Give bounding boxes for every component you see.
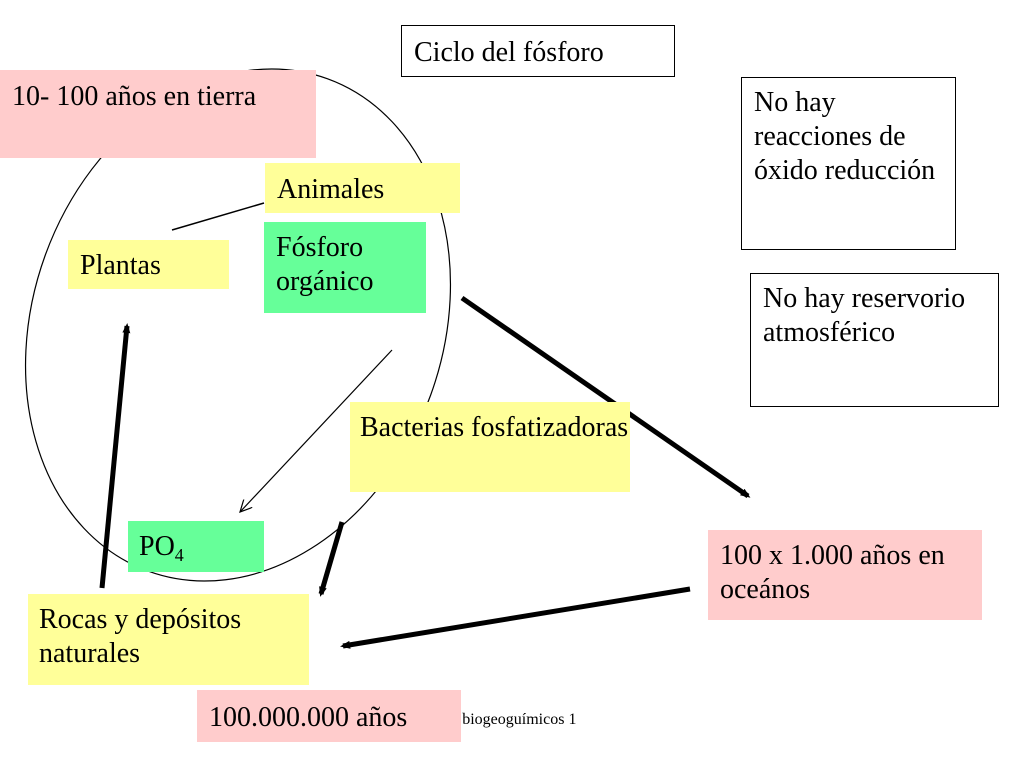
phosphate-formula: PO [139, 531, 175, 562]
bacteria-label: Bacterias fosfatizadoras [350, 402, 630, 492]
redox-note: No hay reacciones de óxido reducción [741, 77, 956, 250]
rocks-time-label: 100.000.000 años [197, 690, 461, 742]
bacteria-to-rocks-arrow [318, 521, 345, 597]
reservoir-note: No hay reservorio atmosférico [750, 273, 999, 407]
animals-label: Animales [265, 163, 460, 213]
plants-label: Plantas [68, 240, 229, 289]
rocks-to-plants-arrow [99, 323, 131, 589]
oceans-time-label: 100 x 1.000 años en oceános [708, 530, 982, 620]
organic-to-phosphate-arrow [240, 349, 393, 512]
land-time-label: 10- 100 años en tierra [0, 70, 316, 158]
page-title: Ciclo del fósforo [401, 25, 675, 77]
phosphate-subscript: 4 [174, 545, 184, 565]
rocks-label: Rocas y depósitos naturales [28, 594, 309, 685]
phosphate-label: PO4 [128, 521, 264, 572]
oceans-to-rocks-arrow [340, 586, 691, 649]
plants-animals-link [171, 202, 265, 231]
organic-to-oceans-arrow [460, 295, 751, 499]
organic-phosphorus-label: Fósforo orgánico [264, 222, 426, 313]
footer-text: s biogeoguímicos 1 [452, 711, 577, 728]
